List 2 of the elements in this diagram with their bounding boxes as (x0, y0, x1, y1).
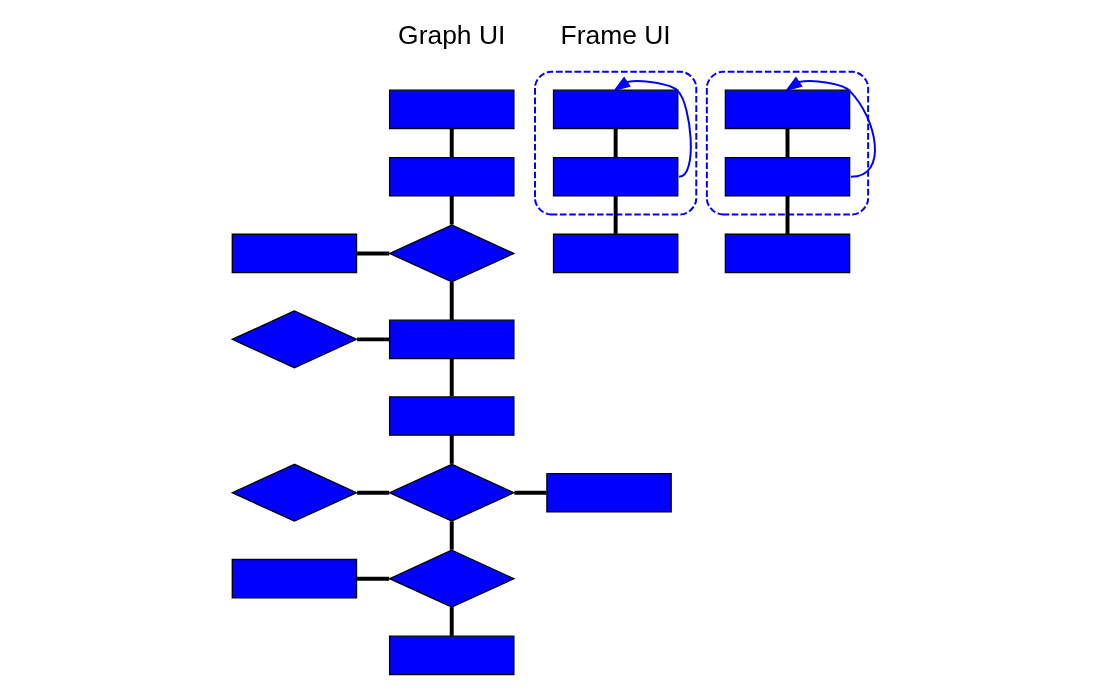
label: Graph UI (398, 19, 506, 50)
label: Frame UI (560, 19, 671, 50)
